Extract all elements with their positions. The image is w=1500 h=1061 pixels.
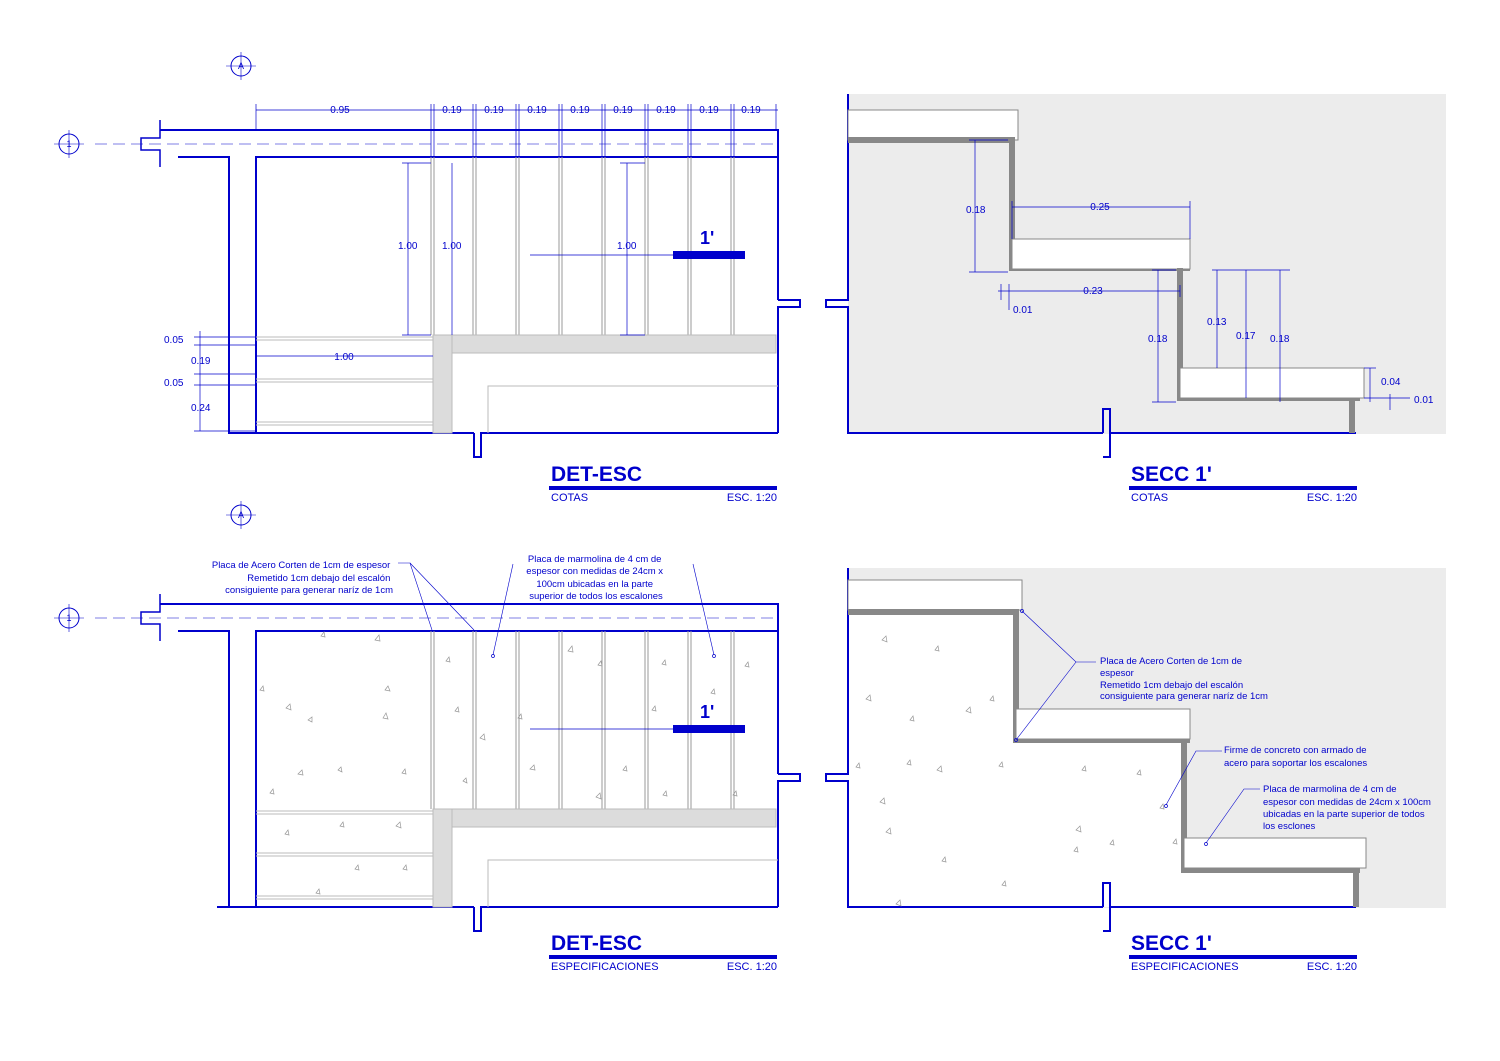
dim-plate: 0.04 (1381, 377, 1401, 388)
dim-nose: 0.01 (1013, 305, 1033, 316)
dim-0-19: 0.19 (613, 105, 633, 116)
dim-0-95: 0.95 (330, 105, 350, 116)
title-det-esc-specs: DET-ESC (551, 932, 642, 955)
note-steel-plate: Placa de Acero Corten de 1cm de espesor … (1100, 656, 1268, 702)
leader-lines (398, 562, 715, 656)
note-concrete: Firme de concreto con armado de acero pa… (1224, 745, 1369, 769)
marble-step-2 (1011, 238, 1191, 270)
section-cut-mark (673, 251, 745, 259)
lower-steps (256, 336, 433, 426)
dim-nose-b: 0.01 (1414, 395, 1434, 406)
dim-height-2: 1.00 (442, 241, 462, 252)
axis-label-1: 1 (66, 613, 71, 623)
det-esc-cotas-view: A 1 (54, 52, 801, 504)
axis-label-a: A (238, 510, 244, 520)
dim-0-19: 0.19 (442, 105, 462, 116)
axis-label-1: 1 (66, 139, 71, 149)
dim-0-19: 0.19 (741, 105, 761, 116)
height-dims (402, 162, 645, 336)
dim-0-19: 0.19 (656, 105, 676, 116)
marble-step-1 (847, 109, 1019, 141)
axis-bubble-a: A (226, 52, 256, 80)
subtitle-cotas: COTAS (1131, 492, 1168, 504)
subtitle-specs: ESPECIFICACIONES (551, 961, 659, 973)
dim-tread-top: 0.25 (1090, 202, 1110, 213)
dim-0-19: 0.19 (484, 105, 504, 116)
section-mark-label: 1' (700, 702, 714, 722)
axis-bubble-1: 1 (54, 130, 84, 158)
landing-slab (451, 334, 777, 354)
step-lines (430, 157, 735, 335)
dim-0-19: 0.19 (570, 105, 590, 116)
dim-rise-top: 0.18 (966, 205, 986, 216)
axis-bubble-1: 1 (54, 604, 84, 632)
break-right (777, 299, 801, 433)
left-dims (194, 331, 256, 432)
secc-specs-view: Placa de Acero Corten de 1cm de espesor … (825, 568, 1446, 973)
break-bottom (1102, 408, 1356, 458)
dim-bottom-1-00: 1.00 (334, 352, 354, 363)
scale-label: ESC. 1:20 (1307, 492, 1357, 504)
lower-column (432, 334, 453, 434)
note-steel-plate: Placa de Acero Corten de 1cm de espesor … (212, 560, 393, 596)
dim-0-19: 0.19 (527, 105, 547, 116)
dim-rise-a: 0.13 (1207, 317, 1227, 328)
dim-left-0-24: 0.24 (191, 403, 211, 414)
dim-height-1: 1.00 (398, 241, 418, 252)
note-marble-plate: Placa de marmolina de 4 cm de espesor co… (1263, 784, 1434, 832)
dim-0-19: 0.19 (699, 105, 719, 116)
dim-height-3: 1.00 (617, 241, 637, 252)
scale-label: ESC. 1:20 (1307, 961, 1357, 973)
dim-left-0-19: 0.19 (191, 356, 211, 367)
title-det-esc-cotas: DET-ESC (551, 463, 642, 486)
secc-cotas-view: 0.18 0.25 0.01 0.23 0.18 0.13 0.17 0.18 … (825, 94, 1446, 504)
dim-rise-c: 0.18 (1270, 334, 1290, 345)
concrete-hatch (855, 635, 1178, 907)
title-secc-specs: SECC 1' (1131, 932, 1212, 955)
leader-lines (1015, 610, 1260, 844)
dim-rise-b: 0.17 (1236, 331, 1256, 342)
dim-left-0-05: 0.05 (164, 335, 184, 346)
det-esc-specs-view: A 1 (54, 501, 801, 973)
axis-bubble-a: A (226, 501, 256, 529)
dim-rise-left: 0.18 (1148, 334, 1168, 345)
axis-label-a: A (238, 61, 244, 71)
note-marble-plate: Placa de marmolina de 4 cm de espesor co… (526, 554, 665, 602)
dim-left-0-05b: 0.05 (164, 378, 184, 389)
scale-label: ESC. 1:20 (727, 961, 777, 973)
section-mark-label: 1' (700, 228, 714, 248)
concrete-hatch (259, 631, 750, 895)
title-secc-cotas: SECC 1' (1131, 463, 1212, 486)
wall-outline (160, 129, 779, 434)
step-lines (430, 631, 735, 809)
marble-step-3 (1179, 367, 1365, 399)
break-symbol (140, 120, 161, 167)
scale-label: ESC. 1:20 (727, 492, 777, 504)
top-dimension-string (255, 104, 778, 157)
dim-tread-mid: 0.23 (1083, 286, 1103, 297)
subtitle-cotas: COTAS (551, 492, 588, 504)
subtitle-specs: ESPECIFICACIONES (1131, 961, 1239, 973)
break-bottom (473, 432, 778, 458)
section-cut-mark (673, 725, 745, 733)
section-dims (969, 139, 1410, 410)
